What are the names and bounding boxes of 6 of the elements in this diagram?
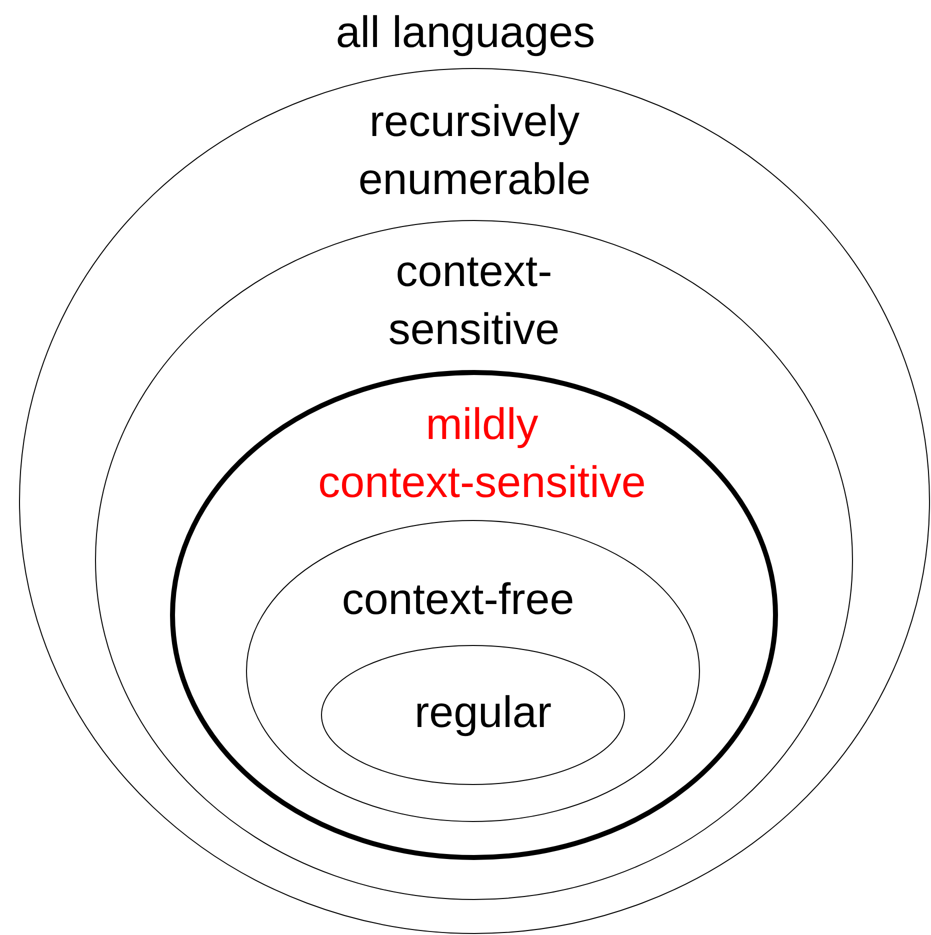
set-label: context-free <box>340 574 576 626</box>
set-label: regular <box>414 687 552 739</box>
set-label: mildly context-sensitive <box>317 399 647 509</box>
diagram-title: all languages <box>334 7 596 59</box>
set-label: recursively enumerable <box>357 96 592 206</box>
set-label: context-sensitive <box>387 246 561 356</box>
